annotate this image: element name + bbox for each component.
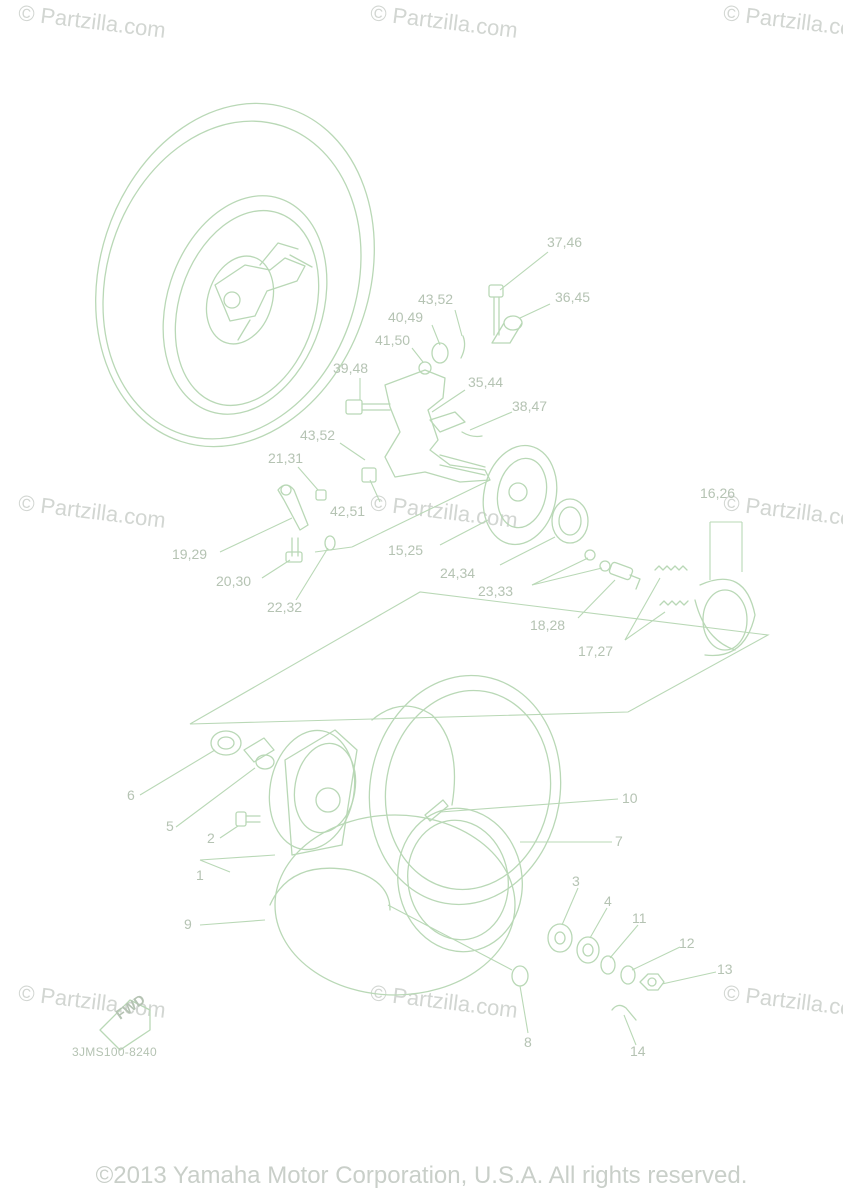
callout-3: 3 (572, 873, 580, 889)
hub-illustration (268, 729, 358, 856)
callout-12: 12 (679, 935, 695, 951)
oil-seal-illustration (551, 498, 589, 544)
collar-illustration (491, 315, 523, 344)
spring-illustration (654, 565, 688, 571)
callout-10: 10 (622, 790, 638, 806)
callout-4: 4 (604, 893, 612, 909)
leader-lines (139, 251, 717, 1046)
copyright-notice: ©2013 Yamaha Motor Corporation, U.S.A. A… (95, 1162, 748, 1189)
callout-24-34: 24,34 (440, 565, 475, 581)
callout-16-26: 16,26 (700, 485, 735, 501)
cotter-pin-illustration (461, 431, 483, 438)
pinch-bolt-illustration (285, 537, 303, 563)
bolt-illustration (488, 284, 504, 336)
brake-panel-illustration (482, 444, 558, 546)
rim-illustration (269, 807, 523, 996)
callout-5: 5 (166, 818, 174, 834)
callout-22-32: 22,32 (267, 599, 302, 615)
oil-seal-illustration (576, 936, 600, 964)
front-bearing-illustration (547, 923, 573, 953)
forward-direction-arrow: FWD (99, 991, 151, 1051)
callout-41-50: 41,50 (375, 332, 410, 348)
callout-36-45: 36,45 (555, 289, 590, 305)
cotter-pin-illustration (611, 1004, 637, 1021)
callout-23-33: 23,33 (478, 583, 513, 599)
callout-15-25: 15,25 (388, 542, 423, 558)
callout-labels: 37,46 36,45 43,52 40,49 41,50 39,48 35,44 38,47… (127, 234, 735, 1059)
callout-21-31: 21,31 (268, 450, 303, 466)
callout-38-47: 38,47 (512, 398, 547, 414)
camshaft-illustration (608, 561, 641, 590)
callout-42-51: 42,51 (330, 503, 365, 519)
callout-7: 7 (615, 833, 623, 849)
callout-17-27: 17,27 (578, 643, 613, 659)
camshaft-lever-illustration (277, 484, 309, 531)
diagram-code: 3JMS100-8240 (72, 1045, 157, 1059)
callout-39-48: 39,48 (333, 360, 368, 376)
callout-20-30: 20,30 (216, 573, 251, 589)
fwd-label: FWD (113, 991, 148, 1022)
nut-illustration (431, 342, 449, 364)
part-drawings: FWD (95, 102, 756, 1051)
callout-1: 1 (196, 867, 204, 883)
nut-illustration (315, 489, 327, 501)
callout-18-28: 18,28 (530, 617, 565, 633)
callout-40-49: 40,49 (388, 309, 423, 325)
callout-9: 9 (184, 916, 192, 932)
bearing-illustration (210, 730, 242, 756)
steering-knuckle-illustration (384, 369, 491, 483)
callout-35-44: 35,44 (468, 374, 503, 390)
callout-8: 8 (524, 1034, 532, 1050)
cotter-pin-illustration (460, 335, 466, 359)
tire-illustration (368, 674, 562, 906)
assembled-wheel-illustration (95, 102, 375, 448)
tire-valve-illustration (424, 799, 449, 822)
wheel-bolt-illustration (235, 811, 261, 827)
axle-nut-illustration (639, 973, 665, 991)
rim-nut-illustration (511, 965, 529, 987)
washer-illustration (620, 965, 636, 985)
spacer-illustration (243, 737, 275, 770)
knuckle-bolt-illustration (345, 399, 391, 415)
o-ring-illustration (584, 549, 596, 561)
callout-37-46: 37,46 (547, 234, 582, 250)
spring-illustration (659, 600, 689, 606)
plate-washer-illustration (324, 535, 336, 551)
callout-19-29: 19,29 (172, 546, 207, 562)
callout-6: 6 (127, 787, 135, 803)
callout-43-52-mid: 43,52 (300, 427, 335, 443)
brake-shoe-illustration (694, 578, 756, 657)
callout-11: 11 (632, 910, 647, 926)
castle-nut-illustration (361, 467, 377, 483)
collar-illustration (600, 955, 616, 975)
o-ring-illustration (599, 560, 611, 572)
callout-43-52-top: 43,52 (418, 291, 453, 307)
washer-illustration (418, 361, 432, 375)
callout-2: 2 (207, 830, 215, 846)
callout-13: 13 (717, 961, 733, 977)
callout-14: 14 (630, 1043, 646, 1059)
assembly-outline (189, 479, 770, 873)
